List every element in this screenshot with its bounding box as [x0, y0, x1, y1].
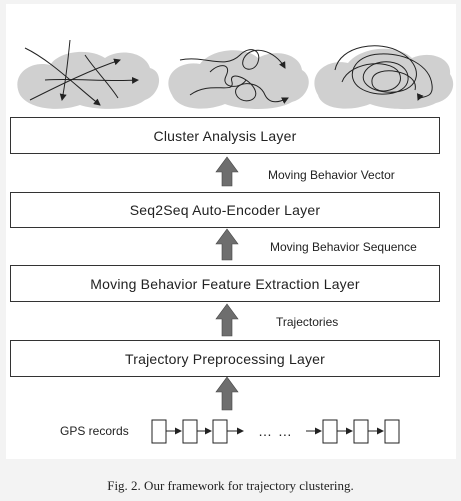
trajectory-line: [59, 39, 71, 101]
gps-record-box: [353, 419, 369, 444]
figure-caption: Fig. 2. Our framework for trajectory clu…: [107, 478, 354, 493]
trajectory-line: [24, 47, 101, 106]
arrow-to-cluster: [215, 156, 239, 187]
edge-label-sequence: Moving Behavior Sequence: [270, 240, 417, 254]
arrow-to-seq2seq: [215, 228, 239, 261]
feature-extraction-layer: Moving Behavior Feature Extraction Layer: [10, 265, 440, 302]
trajectory-loop: [179, 49, 286, 70]
edge-label-vector: Moving Behavior Vector: [268, 168, 395, 182]
arrow-to-feature: [215, 303, 239, 337]
flow-arrows: [215, 156, 239, 411]
trajectory-loop: [209, 65, 247, 87]
gps-record-box: [182, 419, 198, 444]
layer-label: Seq2Seq Auto-Encoder Layer: [129, 202, 321, 218]
layer-label: Moving Behavior Feature Extraction Layer: [90, 275, 360, 292]
cluster-cloud-3: [314, 45, 454, 110]
cluster-cloud-1: [17, 39, 160, 109]
layer-label: Cluster Analysis Layer: [153, 127, 297, 144]
layer-label: Trajectory Preprocessing Layer: [124, 350, 325, 367]
gps-record-box: [322, 419, 338, 444]
gps-ellipsis: … …: [258, 423, 293, 439]
gps-record-box: [212, 419, 228, 444]
trajectory-line: [84, 54, 119, 99]
cluster-cloud-2: [168, 49, 309, 109]
cluster-analysis-layer: Cluster Analysis Layer: [10, 117, 440, 154]
trajectory-tangle: [341, 63, 416, 92]
gps-record-box: [151, 419, 167, 444]
trajectory-preprocessing-layer: Trajectory Preprocessing Layer: [10, 340, 440, 377]
seq2seq-autoencoder-layer: Seq2Seq Auto-Encoder Layer: [10, 192, 440, 228]
gps-records-label: GPS records: [60, 424, 129, 438]
gps-record-box: [384, 419, 400, 444]
trajectory-tangle: [334, 45, 433, 101]
gps-record-chain: [151, 419, 400, 444]
trajectory-line: [44, 76, 139, 84]
edge-label-trajectories: Trajectories: [276, 315, 339, 329]
trajectory-line: [29, 58, 121, 101]
arrow-to-preprocess: [215, 376, 239, 411]
